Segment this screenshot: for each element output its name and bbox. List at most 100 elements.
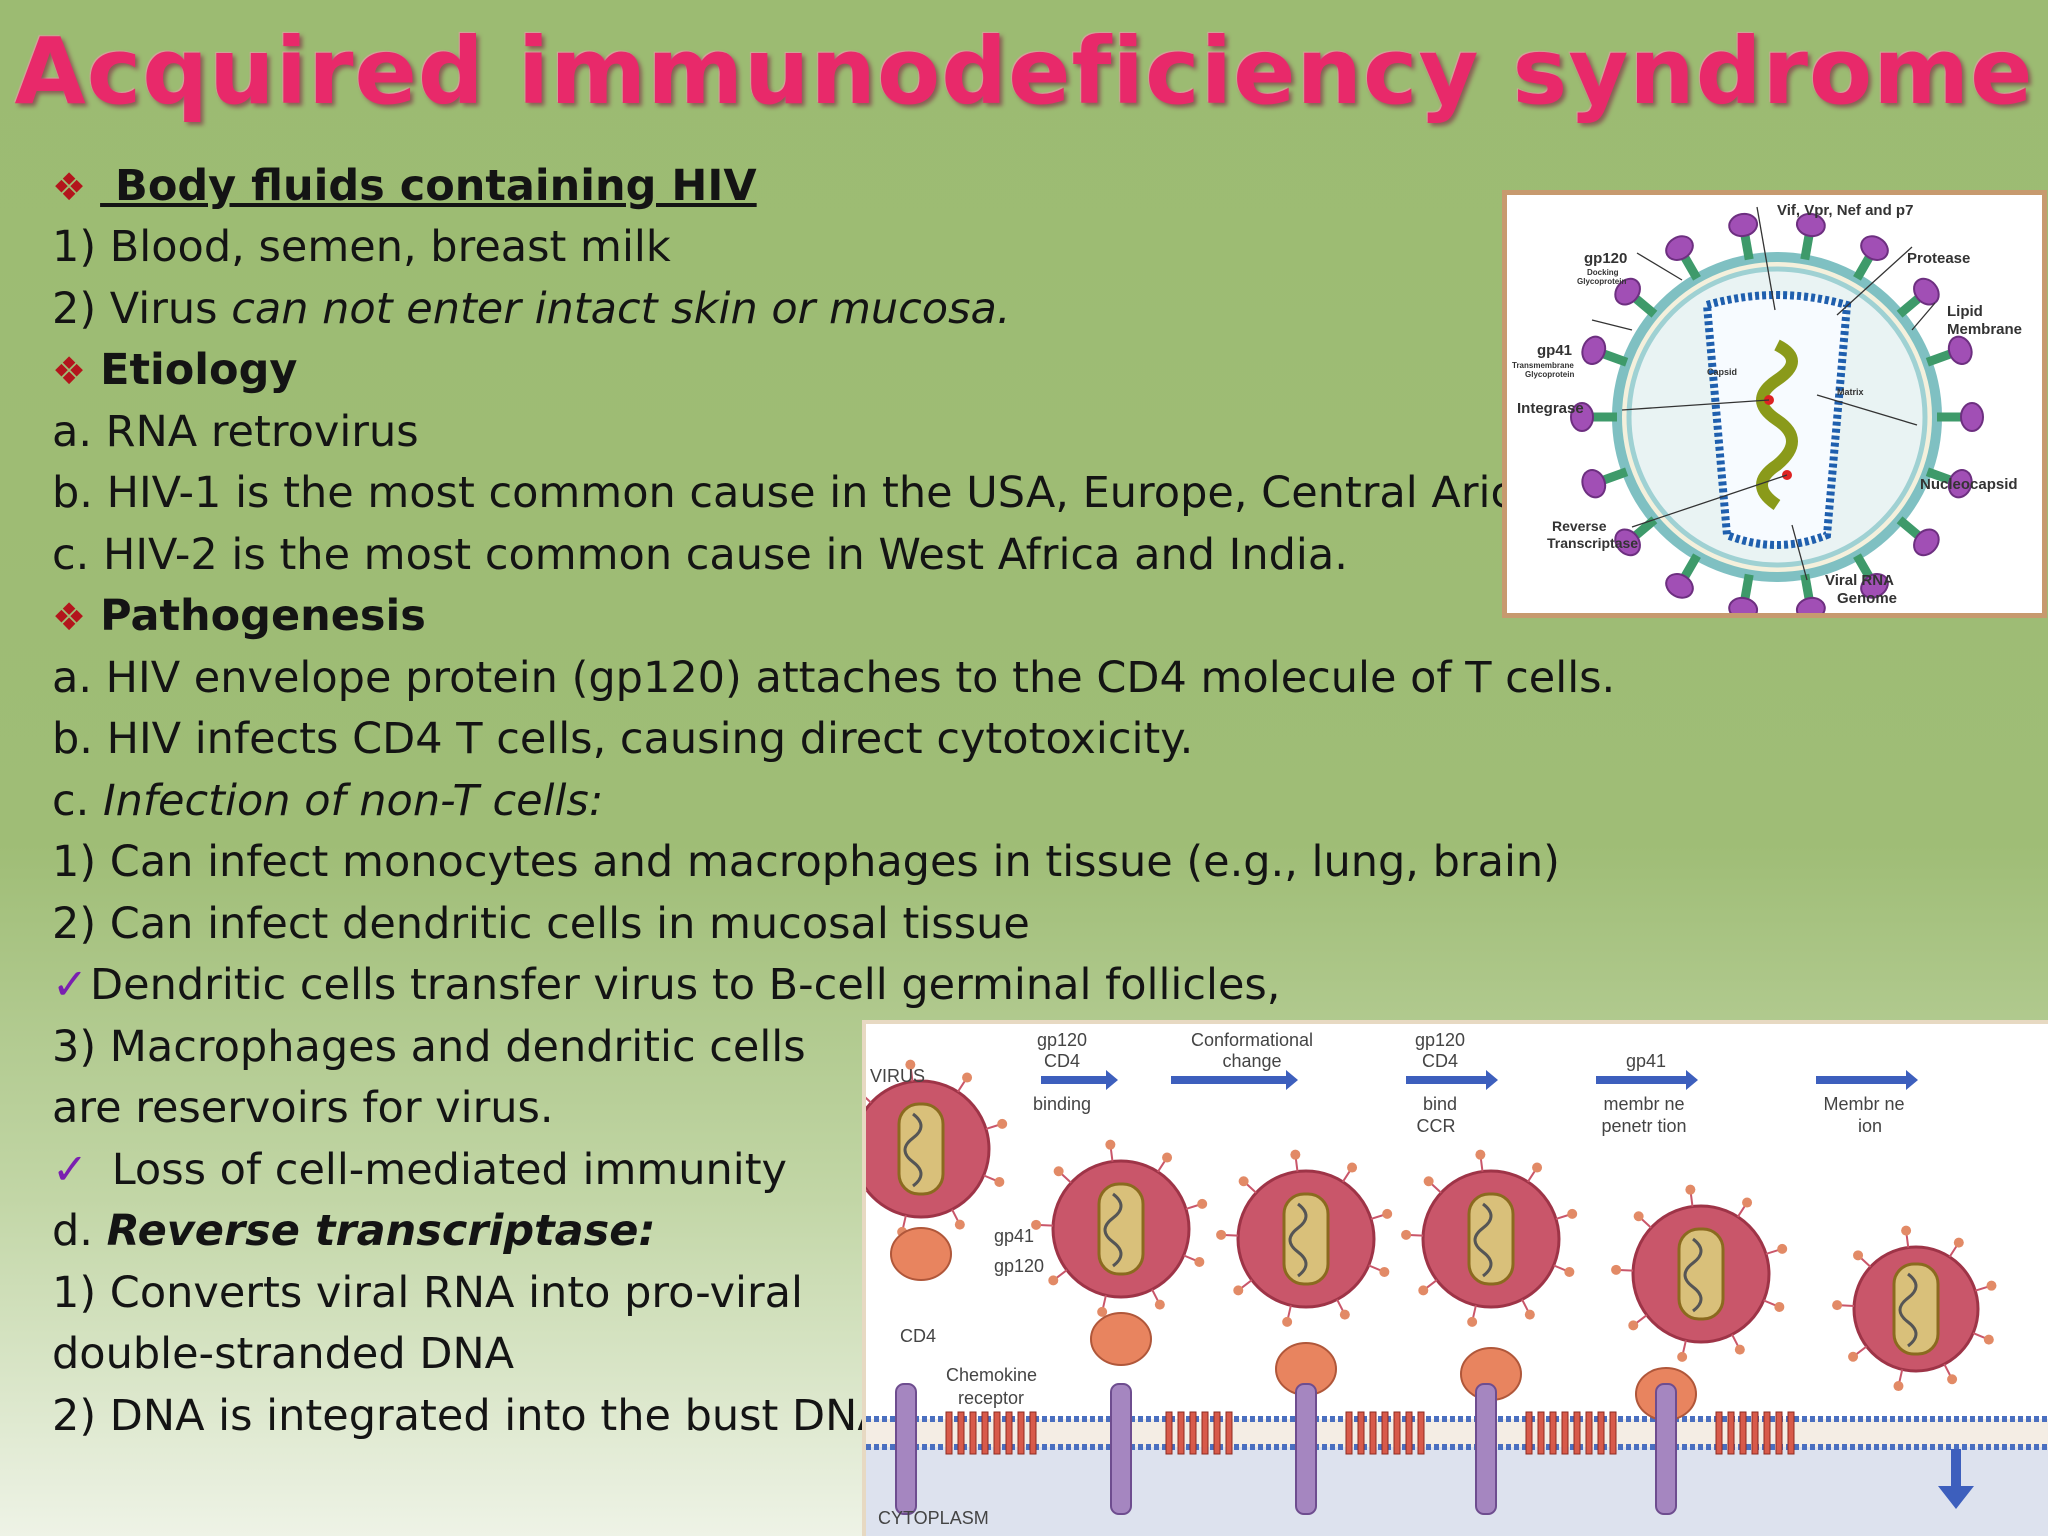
virus-spike-tip xyxy=(1467,1316,1478,1327)
virus-spike-tip xyxy=(1031,1219,1042,1230)
virus-spike xyxy=(1635,1314,1648,1325)
virus-spike-tip xyxy=(1893,1381,1904,1392)
virus-spike xyxy=(1737,1204,1747,1218)
check-item: ✓Dendritic cells transfer virus to B-cel… xyxy=(52,956,1280,1014)
virus-spike xyxy=(1157,1159,1167,1173)
bullet-icon: ❖ xyxy=(52,165,87,209)
gp41-stalk xyxy=(1853,553,1874,580)
step-arrows xyxy=(1041,1070,1918,1090)
label-rna2: Genome xyxy=(1837,590,1897,607)
virus-spike xyxy=(1619,1268,1634,1272)
virus-spike xyxy=(1553,1264,1567,1272)
chemokine-receptor xyxy=(945,1411,953,1455)
chemokine-receptor xyxy=(1537,1411,1545,1455)
gp120-knob xyxy=(1860,573,1889,599)
virus-spike-tip xyxy=(1197,1198,1208,1209)
chemokine-receptor xyxy=(1573,1411,1581,1455)
gp120-knob xyxy=(1728,212,1759,238)
gp41-stalk xyxy=(1925,349,1953,367)
chemokine-receptor xyxy=(1201,1411,1209,1455)
step-3-bottom1: bind xyxy=(1423,1094,1457,1114)
virus-spike-tip xyxy=(1105,1139,1116,1150)
virus-spike xyxy=(1183,1254,1197,1262)
list-item-italic: can not enter intact skin or mucosa. xyxy=(231,284,1011,334)
virus-spike-tip xyxy=(1475,1149,1486,1160)
label-capsid: Capsid xyxy=(1707,367,1737,377)
list-item: 1) Can infect monocytes and macrophages … xyxy=(52,837,1560,887)
virus-spike xyxy=(1368,1264,1382,1272)
list-item: 1) Blood, semen, breast milk xyxy=(52,222,671,272)
virus-spike xyxy=(1898,1369,1904,1384)
virus-spike xyxy=(1681,1340,1687,1355)
label-gp120-sub1: Docking xyxy=(1587,268,1619,277)
virus-spike-tip xyxy=(1564,1266,1575,1277)
list-item: double-stranded DNA xyxy=(52,1329,515,1379)
gp120-knob xyxy=(1665,573,1694,599)
chemokine-receptor xyxy=(1597,1411,1605,1455)
virus-spike xyxy=(1224,1233,1239,1237)
gp120-knob xyxy=(1947,335,1973,365)
label-nucleocapsid: Nucleocapsid xyxy=(1920,476,2018,493)
label-vif: Vif, Vpr, Nef and p7 xyxy=(1777,202,1913,219)
list-item-bold-italic: Reverse transcriptase: xyxy=(106,1206,656,1256)
list-item: b. HIV-1 is the most common cause in the… xyxy=(52,468,1555,518)
virus-spike-tip xyxy=(1423,1176,1434,1187)
virus-rna xyxy=(1288,1202,1308,1278)
step-2-top2: change xyxy=(1222,1051,1281,1071)
list-item: 2) DNA is integrated into the bust DNA. xyxy=(52,1391,900,1441)
cytoplasm-label: CYTOPLASM xyxy=(878,1508,989,1528)
virus-spike-tip xyxy=(1777,1243,1788,1254)
virus-spike xyxy=(1972,1332,1987,1340)
virus-spike xyxy=(1409,1233,1424,1237)
virus-spike-tip xyxy=(1379,1266,1390,1277)
gp120-blob xyxy=(1090,1312,1152,1366)
gp41-stalk xyxy=(1800,234,1814,261)
virus-spike-tip xyxy=(1832,1300,1843,1311)
gp120-knob xyxy=(1860,235,1889,261)
virus-spike-tip xyxy=(1685,1184,1696,1195)
virus-spike xyxy=(1039,1223,1054,1227)
virus-spike-tip xyxy=(1953,1237,1964,1248)
chemokine-receptor xyxy=(957,1411,965,1455)
cd4-receptor xyxy=(895,1383,917,1515)
gp41-label: gp41 xyxy=(994,1226,1034,1246)
gp41-stalk xyxy=(1740,234,1754,261)
virus-spike-tip xyxy=(1901,1225,1912,1236)
label-lipid1: Lipid xyxy=(1947,303,1983,320)
gp120-knob xyxy=(1728,596,1759,622)
virus-spike-tip xyxy=(954,1219,965,1230)
label-integrase: Integrase xyxy=(1517,400,1584,417)
virus-spike-tip xyxy=(1418,1285,1429,1296)
virus-core xyxy=(1282,1192,1330,1286)
gp41-stalk xyxy=(1925,467,1953,485)
virus-spike-tip xyxy=(1401,1229,1412,1240)
chemokine-receptor xyxy=(1165,1411,1173,1455)
gp41-stalk xyxy=(1800,573,1814,600)
gp41-stalk xyxy=(1896,516,1922,540)
gp120-knob xyxy=(1913,277,1940,306)
chemokine-receptor xyxy=(1393,1411,1401,1455)
virus-spike-tip xyxy=(1774,1301,1785,1312)
list-item: are reservoirs for virus. xyxy=(52,1083,554,1133)
virus-spike xyxy=(1151,1289,1160,1303)
virus-spike xyxy=(1055,1269,1068,1280)
virus-spike-tip xyxy=(1677,1351,1688,1362)
list-item: a. RNA retrovirus xyxy=(52,407,419,457)
chemokine-receptor xyxy=(1017,1411,1025,1455)
virus-spike xyxy=(909,1067,914,1082)
chemokine-receptor xyxy=(1029,1411,1037,1455)
virus-spike xyxy=(1763,1299,1777,1307)
heading-pathogenesis: ❖Pathogenesis xyxy=(52,587,426,646)
list-item: 2) Can infect dendritic cells in mucosal… xyxy=(52,899,1030,949)
virus-spike xyxy=(1948,1244,1959,1258)
gp120-knob xyxy=(1581,335,1607,365)
virus-spike-tip xyxy=(1947,1374,1958,1385)
cd4-receptor xyxy=(1655,1383,1677,1515)
label-gp41-sub1: Transmembrane xyxy=(1512,361,1574,370)
virus-spike xyxy=(1731,1334,1740,1348)
cd4-label: CD4 xyxy=(900,1326,936,1346)
step-1-top2: CD4 xyxy=(1044,1051,1080,1071)
chemokine-receptor xyxy=(969,1411,977,1455)
list-item: 1) Converts viral RNA into pro-viral xyxy=(52,1268,803,1318)
virus-spike-tip xyxy=(1524,1309,1535,1320)
